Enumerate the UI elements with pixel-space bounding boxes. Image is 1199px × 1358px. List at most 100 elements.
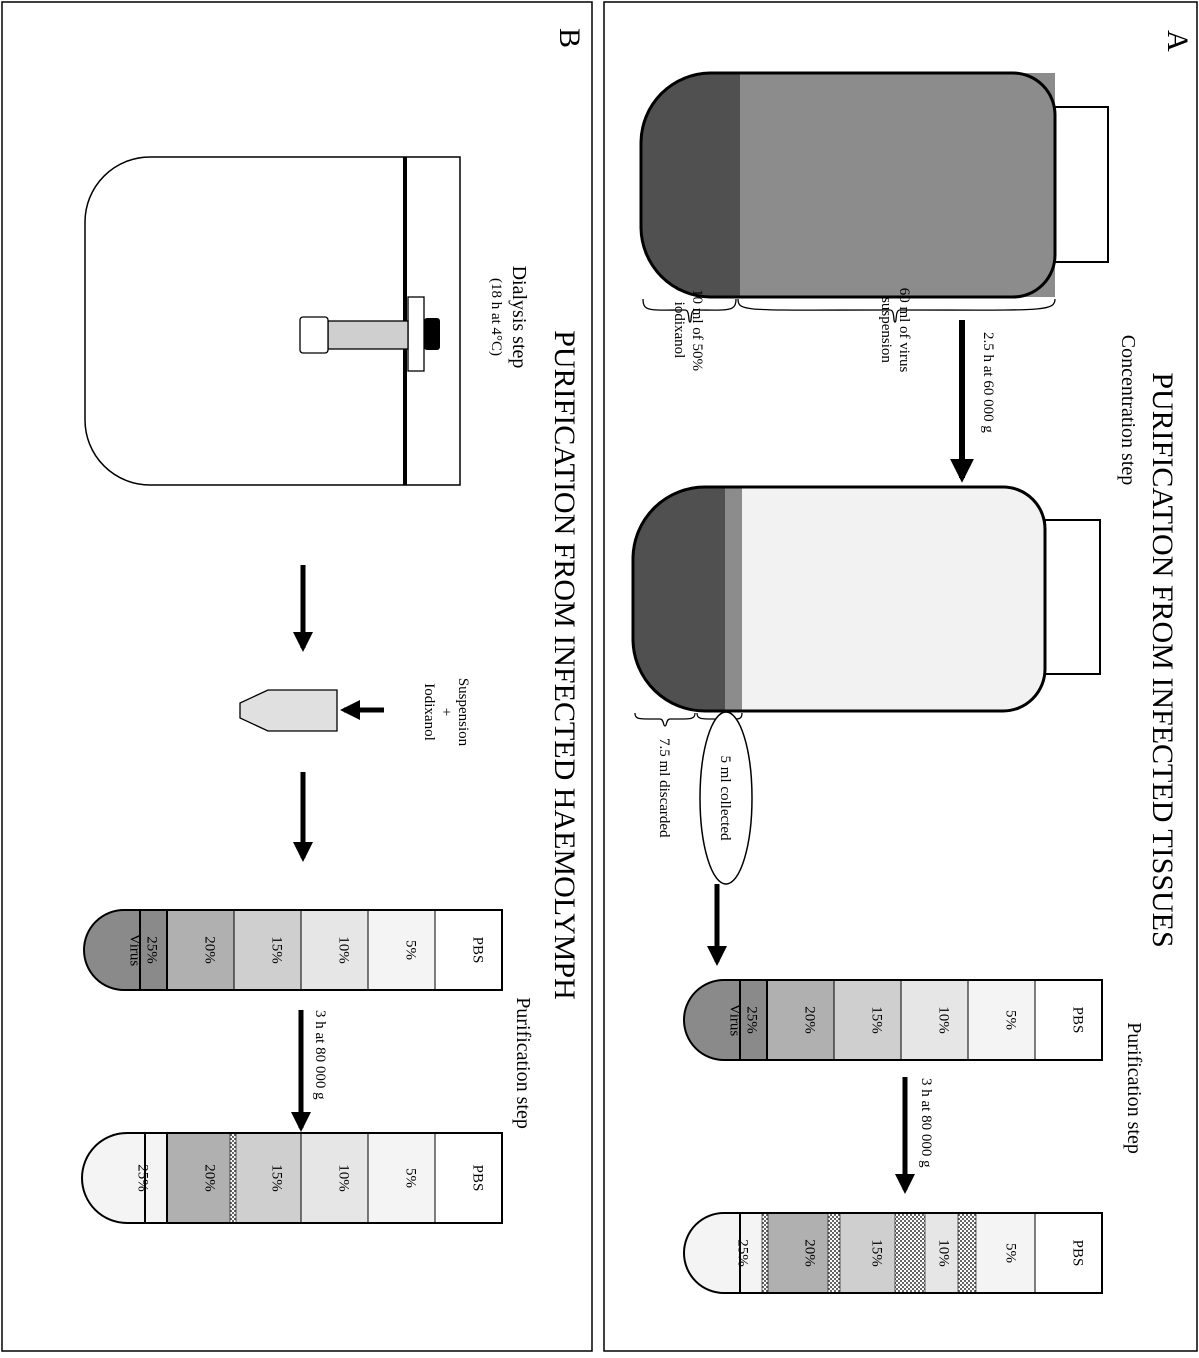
gradient-layer-label: 5% <box>403 1168 419 1188</box>
label-iodixanol-line2: iodixanol <box>671 302 687 359</box>
gradient-layer-label: PBS <box>470 1165 486 1192</box>
gradient-layer <box>300 1132 369 1224</box>
virus-band <box>761 1212 769 1294</box>
gradient-layer-label: PBS <box>1070 1007 1086 1034</box>
centrifuge-2-label: 3 h at 80 000 g <box>918 1078 934 1168</box>
gradient-layer-label: 20% <box>802 1239 818 1267</box>
gradient-layer-label: 20% <box>202 1164 218 1192</box>
virus-label: Virus <box>727 1004 743 1037</box>
gradient-tube-a-after: PBS 5% 10% 15% 20% 25% <box>683 1212 1103 1294</box>
panel-b-purification-step-label: Purification step <box>512 997 534 1129</box>
panel-b-frame <box>1 1 593 1352</box>
bottle-after-centrifugation <box>631 485 1101 713</box>
gradient-tube-b-before: PBS 5% 10% 15% 20% 25%Virus <box>83 909 503 991</box>
gradient-layer <box>166 909 235 991</box>
bottle-2-outline <box>631 485 1047 713</box>
virus-band <box>725 487 742 711</box>
gradient-tube-b-after: PBS 5% 10% 15% 20% 25% <box>81 1132 503 1224</box>
mix-label-3: Iodixanol <box>421 683 437 741</box>
gradient-layer-label: 20% <box>202 936 218 964</box>
virus-band <box>229 1132 237 1224</box>
bottle-2-cap <box>1044 519 1101 675</box>
label-virus-line2: suspension <box>878 297 894 363</box>
bracket-discarded <box>634 712 696 727</box>
gradient-layer <box>233 909 302 991</box>
gradient-layer <box>833 979 902 1061</box>
tube-outline <box>739 1212 1103 1294</box>
centrifuge-1-label: 2.5 h at 60 000 g <box>980 332 996 433</box>
virus-band <box>957 1212 977 1294</box>
dialysis-condition-label: (18 h at 4°C) <box>488 278 504 356</box>
panel-b-letter: B <box>553 28 586 48</box>
gradient-layer <box>1034 1212 1103 1294</box>
gradient-layer-label: 10% <box>936 1006 952 1034</box>
dialysis-cassette <box>327 320 409 350</box>
panel-a-frame <box>603 1 1198 1352</box>
gradient-layer-label: 15% <box>869 1006 885 1034</box>
dialysis-vessel <box>84 156 461 486</box>
bottle-before-centrifugation <box>639 71 1109 299</box>
gradient-layer <box>434 909 503 991</box>
collected-label: 5 ml collected <box>717 756 733 841</box>
gradient-layer <box>967 1212 1036 1294</box>
iodixanol-layer <box>641 73 740 297</box>
virus-band <box>827 1212 841 1294</box>
bracket-virus-suspension <box>737 298 1056 323</box>
mix-label-2: + <box>438 708 454 716</box>
gradient-layer <box>900 979 969 1061</box>
gradient-layer <box>967 979 1036 1061</box>
discarded-label: 7.5 ml discarded <box>656 738 672 838</box>
gradient-layer-label: 10% <box>336 1164 352 1192</box>
bottle-cap <box>1054 106 1109 263</box>
panel-a-letter: A <box>1161 30 1194 52</box>
virus-label: Virus <box>127 934 143 967</box>
gradient-layer-label: PBS <box>470 937 486 964</box>
gradient-layer <box>166 1132 235 1224</box>
panel-a-purification-step-label: Purification step <box>1123 1022 1145 1154</box>
gradient-layer-label: 10% <box>336 936 352 964</box>
gradient-layer <box>434 1132 503 1224</box>
panel-a-title: PURIFICATION FROM INFECTED TISSUES <box>1146 372 1179 947</box>
tube-outline <box>739 979 1103 1061</box>
gradient-layer <box>833 1212 902 1294</box>
gradient-layer-label: 10% <box>936 1239 952 1267</box>
mix-label-1: Suspension <box>455 678 471 747</box>
gradient-layer-label: 15% <box>869 1239 885 1267</box>
gradient-layer <box>367 909 436 991</box>
dialysis-step-label: Dialysis step <box>508 266 530 369</box>
gradient-layer-rounded <box>81 1132 168 1224</box>
gradient-layer-label: 15% <box>269 936 285 964</box>
gradient-layer-label: PBS <box>1070 1240 1086 1267</box>
gradient-layer <box>233 1132 302 1224</box>
gradient-layer-label: 15% <box>269 1164 285 1192</box>
label-iodixanol-line1: 10 ml of 50% <box>689 289 705 371</box>
gradient-layer-rounded <box>683 979 768 1061</box>
gradient-layer-label: 5% <box>1003 1010 1019 1030</box>
gradient-layer <box>1034 979 1103 1061</box>
dialysis-float <box>407 296 425 372</box>
gradient-layer-label: 25% <box>735 1239 751 1267</box>
gradient-layer-label: 5% <box>1003 1243 1019 1263</box>
gradient-layer-label: 20% <box>802 1006 818 1034</box>
label-virus-line1: 60 ml of virus <box>896 288 912 373</box>
gradient-layer <box>367 1132 436 1224</box>
bottle-outline <box>639 71 1057 299</box>
gradient-layer <box>300 909 369 991</box>
iodixanol-layer-2 <box>633 486 725 711</box>
concentration-step-label: Concentration step <box>1117 335 1139 486</box>
gradient-layer <box>766 979 835 1061</box>
virus-band <box>894 1212 926 1294</box>
gradient-layer-label: 25% <box>135 1164 151 1192</box>
tube-outline <box>144 1132 503 1224</box>
panel-b-title: PURIFICATION FROM INFECTED HAEMOLYMPH <box>548 330 581 1000</box>
gradient-layer <box>766 1212 835 1294</box>
gradient-layer-label: 25% <box>144 936 160 964</box>
gradient-layer-label: 5% <box>403 940 419 960</box>
bracket-iodixanol <box>642 298 737 323</box>
tube-outline <box>139 909 503 991</box>
dialysis-clip <box>424 318 440 350</box>
gradient-layer-rounded <box>683 1212 768 1294</box>
sample-tube <box>239 689 338 732</box>
